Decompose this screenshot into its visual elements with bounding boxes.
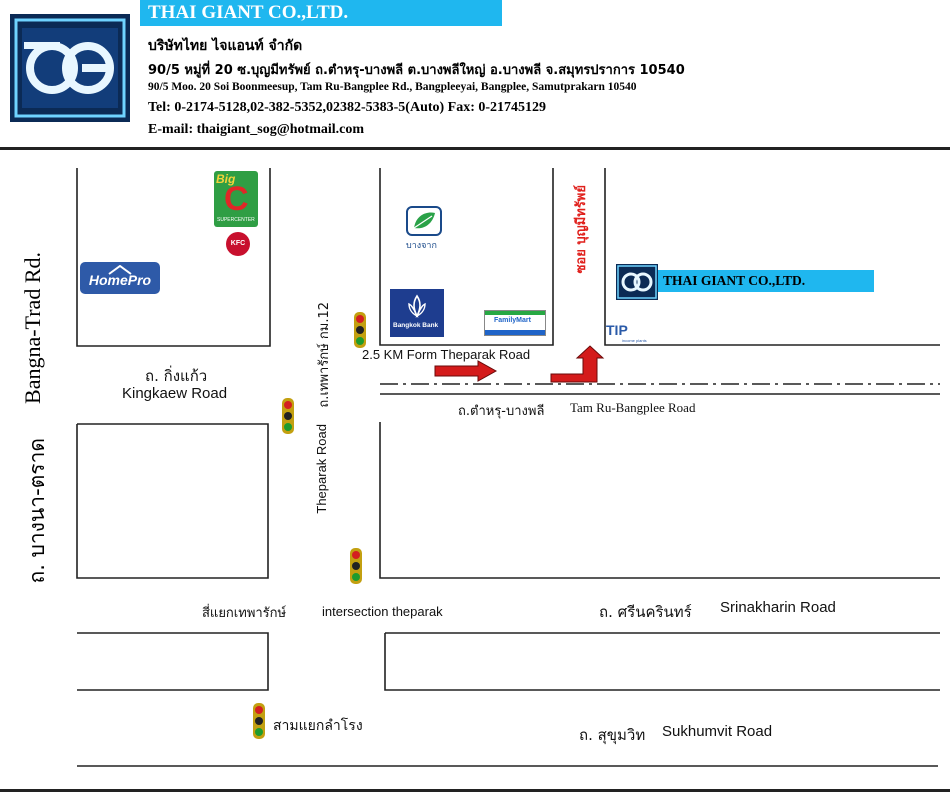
theparak-road-label-th: ถ.เทพารักษ์ กม.12 bbox=[317, 302, 332, 408]
bigc-logo-big: Big bbox=[216, 172, 236, 186]
bigc-logo-sub: SUPERCENTER bbox=[217, 217, 255, 223]
bangkok-bank-label: Bangkok Bank bbox=[393, 322, 439, 329]
destination-bar bbox=[658, 270, 874, 292]
sukhumvit-road-label-th: ถ. สุขุมวิท bbox=[579, 726, 646, 744]
tamru-road-label-th: ถ.ตำหรุ-บางพลี bbox=[458, 404, 545, 419]
srinakharin-road-label-th: ถ. ศรีนครินทร์ bbox=[599, 603, 692, 621]
destination-label: THAI GIANT CO.,LTD. bbox=[663, 273, 806, 288]
familymart-label: FamilyMart bbox=[494, 317, 531, 324]
bangna-road-label-en: Bangna-Trad Rd. bbox=[20, 252, 45, 404]
theparak-road-label-en: Theparak Road bbox=[314, 424, 329, 514]
bangchak-logo-icon bbox=[406, 206, 442, 236]
homepro-logo: HomePro bbox=[80, 262, 160, 294]
srinakharin-road-label-en: Srinakharin Road bbox=[720, 599, 836, 616]
traffic-light-icon bbox=[350, 548, 362, 584]
intersection-theparak-en: intersection theparak bbox=[322, 604, 443, 619]
bangchak-label: บางจาก bbox=[406, 241, 437, 251]
footer-divider bbox=[0, 789, 950, 792]
house-roof-icon bbox=[108, 265, 132, 275]
title-bar bbox=[140, 0, 502, 26]
header-divider bbox=[0, 147, 950, 150]
destination-logo-icon bbox=[616, 264, 658, 300]
email: E-mail: thaigiant_sog@hotmail.com bbox=[148, 122, 365, 137]
distance-note: 2.5 KM Form Theparak Road bbox=[362, 347, 531, 362]
company-thai-name: บริษัทไทย ไจแอนท์ จำกัด bbox=[148, 38, 303, 54]
traffic-light-icon bbox=[282, 398, 294, 434]
samyaek-lamrong-label: สามแยกลำโรง bbox=[273, 718, 363, 734]
company-logo bbox=[10, 14, 130, 122]
intersection-theparak-th: สี่แยกเทพารักษ์ bbox=[202, 606, 287, 621]
bangna-road-label-th: ถ. บางนา-ตราด bbox=[25, 438, 49, 584]
familymart-stripe-green bbox=[485, 311, 545, 315]
familymart-stripe-blue bbox=[485, 330, 545, 335]
traffic-light-icon bbox=[253, 703, 265, 739]
tip-logo-sub: income plants bbox=[622, 338, 647, 343]
kfc-logo: KFC bbox=[226, 232, 250, 256]
address-english: 90/5 Moo. 20 Soi Boonmeesup, Tam Ru-Bang… bbox=[148, 81, 637, 93]
tamru-road-label-en: Tam Ru-Bangplee Road bbox=[570, 400, 696, 415]
phone-fax: Tel: 0-2174-5128,02-382-5352,02382-5383-… bbox=[148, 100, 547, 115]
kingkaew-road-label-en: Kingkaew Road bbox=[122, 385, 228, 402]
traffic-light-icon bbox=[354, 312, 366, 348]
lotus-icon bbox=[408, 294, 426, 318]
soi-boonmeesup-label: ซอย บุญมีทรัพย์ bbox=[574, 185, 589, 274]
bigc-logo bbox=[214, 171, 258, 227]
sukhumvit-road-label-en: Sukhumvit Road bbox=[662, 723, 773, 740]
road-map bbox=[76, 168, 940, 767]
bigc-logo-c: C bbox=[224, 180, 249, 218]
company-name: THAI GIANT CO.,LTD. bbox=[148, 2, 349, 23]
address-thai: 90/5 หมู่ที่ 20 ซ.บุญมีทรัพย์ ถ.ตำหรุ-บา… bbox=[148, 63, 685, 78]
tip-logo: TIP bbox=[606, 322, 628, 338]
kingkaew-road-label-th: ถ. กิ่งแก้ว bbox=[145, 367, 208, 385]
